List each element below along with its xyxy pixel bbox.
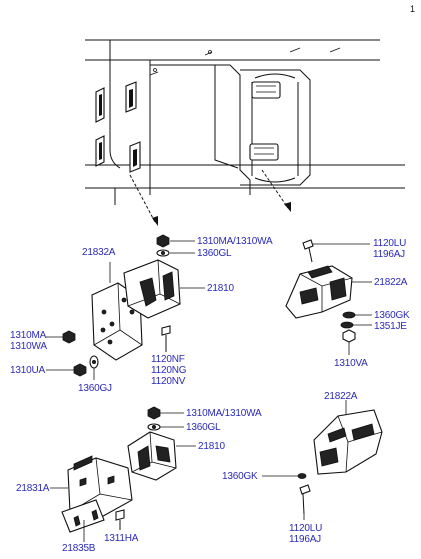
lower-right-mount	[262, 400, 383, 520]
label-lower-insulator: 21810	[198, 441, 225, 452]
label-bolt-left-2: 1120NG	[151, 365, 187, 376]
label-lower-bracket-b: 21835B	[62, 543, 96, 554]
label-lower-right-bolt-1: 1120LU	[289, 523, 322, 534]
label-bolt-right-2: 1196AJ	[373, 249, 405, 260]
label-insulator-left: 21810	[207, 283, 234, 294]
label-bracket-left: 21832A	[82, 247, 116, 258]
label-lower-right-washer: 1360GK	[222, 471, 258, 482]
label-washer-right-2: 1351JE	[374, 321, 407, 332]
part-labels: 1310MA/1310WA 1360GL 21832A 21810 1120NF…	[10, 236, 410, 554]
label-nut-left-1: 1310MA	[10, 330, 47, 341]
mount-location-arrows	[129, 169, 291, 226]
label-bolt-right-1: 1120LU	[373, 238, 406, 249]
label-bolt-left-3: 1120NV	[151, 376, 186, 387]
label-lower-nut-b: 1360GL	[186, 422, 221, 433]
label-lower-bolt: 1311HA	[104, 533, 139, 544]
upper-right-mount	[285, 239, 372, 355]
vehicle-frame	[85, 39, 405, 205]
label-insulator-right: 21822A	[374, 277, 408, 288]
lower-left-mount	[50, 406, 196, 542]
label-top-nut-a: 1310MA/1310WA	[197, 236, 273, 247]
label-washer-right-1: 1360GK	[374, 310, 410, 321]
label-top-nut-b: 1360GL	[197, 248, 232, 259]
label-nut-left-3: 1310UA	[10, 365, 45, 376]
corner-mark: 1	[410, 4, 415, 14]
label-nut-left-2: 1310WA	[10, 341, 47, 352]
label-lower-bracket: 21831A	[16, 483, 50, 494]
upper-left-mount	[46, 234, 205, 380]
label-bolt-left-1: 1120NF	[151, 354, 185, 365]
label-lower-nut-a: 1310MA/1310WA	[186, 408, 262, 419]
label-lower-right-bolt-2: 1196AJ	[289, 534, 321, 545]
label-washer-left: 1360GJ	[78, 383, 112, 394]
label-lower-right-insulator: 21822A	[324, 391, 358, 402]
label-nut-right: 1310VA	[334, 358, 368, 369]
